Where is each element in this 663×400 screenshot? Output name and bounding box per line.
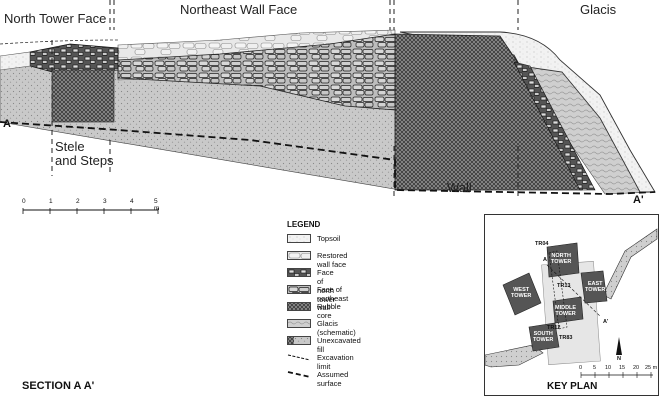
kp-trench-tr12: TR12 <box>547 325 561 331</box>
kp-west-tower-label: WEST TOWER <box>511 287 532 299</box>
zone-dividers <box>51 0 519 200</box>
kp-scale-tick: 5 <box>593 365 597 371</box>
legend-label: Excavation limit <box>317 353 354 371</box>
legend-label: Unexcavated fill <box>317 336 361 354</box>
stone-wall-face <box>117 33 396 111</box>
wall-label: Wall <box>447 180 472 195</box>
kp-section-mark-a-prime: A' <box>603 319 609 325</box>
scale-tick: 1 <box>49 198 53 205</box>
point-a-label: A <box>3 118 11 130</box>
legend-label: Glacis (schematic) <box>317 319 356 337</box>
kp-east-tower <box>580 270 608 304</box>
north-tower-face-label: North Tower Face <box>4 11 107 26</box>
kp-north-tower <box>546 242 580 278</box>
glacis-label: Glacis <box>580 2 617 17</box>
kp-east-tower-label: EAST TOWER <box>585 281 606 293</box>
face-northeast-wall <box>513 61 596 191</box>
legend: LEGEND Topsoil Restored wall face Face o… <box>287 220 457 388</box>
stele-block <box>51 69 115 123</box>
legend-label: Rubble core <box>317 302 341 320</box>
legend-label: Restored wall face <box>317 251 348 269</box>
legend-swatch <box>287 336 311 345</box>
kp-scale-tick: 15 <box>619 365 626 371</box>
key-plan-map <box>485 228 658 378</box>
north-tower-face <box>29 43 119 75</box>
kp-middle-tower-label: MIDDLE TOWER <box>555 305 577 317</box>
kp-scale-tick: 20 <box>633 365 640 371</box>
legend-label: Topsoil <box>317 234 341 243</box>
kp-scale-tick: 10 <box>605 365 612 371</box>
scale-tick: 4 <box>130 198 134 205</box>
scale-tick: 2 <box>76 198 80 205</box>
legend-title: LEGEND <box>287 220 321 229</box>
legend-label: Face of north tower <box>317 268 336 304</box>
legend-swatch <box>287 234 311 243</box>
kp-west-tower <box>502 272 542 316</box>
kp-south-tower-label: SOUTH TOWER <box>533 331 554 343</box>
stele-label: Stele and Steps <box>55 139 114 168</box>
legend-swatch <box>287 285 311 294</box>
kp-scale-tick: 0 <box>579 365 583 371</box>
legend-swatch <box>287 302 311 311</box>
kp-middle-tower <box>552 296 584 324</box>
legend-swatch <box>287 268 311 277</box>
excavation-limit <box>0 39 119 45</box>
kp-section-line <box>546 264 602 318</box>
scale-tick: 3 <box>103 198 107 205</box>
legend-swatch <box>287 370 311 379</box>
kp-north-tower-label: NORTH TOWER <box>551 253 572 265</box>
kp-scale-tick: 25 m <box>645 365 658 371</box>
kp-south-tower <box>528 322 560 352</box>
scale-tick: 0 <box>22 198 26 205</box>
topsoil <box>399 31 656 193</box>
legend-swatch <box>287 319 311 328</box>
legend-swatch <box>287 251 311 260</box>
north-arrow-icon <box>616 337 622 355</box>
kp-trench-tr04: TR04 <box>535 241 549 247</box>
section-drawing <box>0 0 656 200</box>
scale-bar-graphic <box>22 208 159 214</box>
legend-swatch <box>287 353 311 362</box>
kp-trench <box>548 250 568 330</box>
scale-tick: 5 m <box>154 198 160 212</box>
key-plan: NORTH TOWER WEST TOWER EAST TOWER MIDDLE… <box>484 214 659 396</box>
key-plan-title: KEY PLAN <box>547 381 598 392</box>
legend-label: Face of northeast wall <box>317 285 349 312</box>
kp-section-mark-a: A <box>543 257 547 263</box>
kp-trench-tr13: TR13 <box>557 283 571 289</box>
assumed-surface <box>0 121 656 195</box>
kp-trench-tr83: TR83 <box>559 335 573 341</box>
scale-bar: 0 1 2 3 4 5 m <box>22 198 162 224</box>
topsoil-left <box>0 51 31 71</box>
northeast-wall-face-label: Northeast Wall Face <box>180 2 298 17</box>
section-title: SECTION A A' <box>22 380 95 392</box>
kp-wall-northeast <box>602 228 658 300</box>
point-a-prime-label: A' <box>633 194 644 206</box>
legend-label: Assumed surface <box>317 370 349 388</box>
kp-north-arrow-label: N <box>617 356 621 362</box>
